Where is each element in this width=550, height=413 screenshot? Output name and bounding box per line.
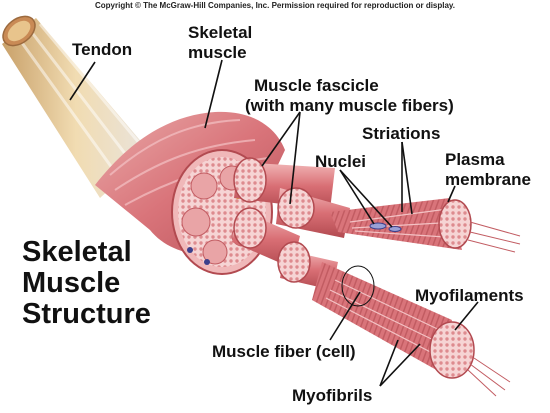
tendon-shape	[2, 15, 150, 198]
leader-nuclei-b	[339, 169, 393, 228]
leader-fiber	[329, 291, 361, 341]
fascicle-shapes	[232, 157, 350, 290]
muscle-fiber-upper	[330, 198, 521, 253]
leader-lines	[69, 59, 479, 387]
label-fascicle-1: Muscle fascicle	[254, 76, 379, 95]
label-nuclei: Nuclei	[315, 152, 367, 171]
leader-myofilaments	[454, 301, 479, 331]
label-fascicle-2: (with many muscle fibers)	[245, 96, 454, 115]
label-muscle-fiber: Muscle fiber (cell)	[212, 342, 356, 361]
label-myofibrils: Myofibrils	[292, 386, 373, 405]
label-skeletal-muscle-1: Skeletal	[188, 23, 253, 42]
muscle-fiber-lower	[312, 262, 511, 397]
leader-plasma	[447, 185, 456, 203]
title-line-1: Skeletal	[22, 236, 132, 268]
label-striations: Striations	[362, 124, 441, 143]
leader-myofibrils-a	[379, 339, 399, 387]
title-line-3: Structure	[22, 298, 151, 330]
leader-nuclei-a	[339, 169, 375, 225]
leader-fascicle-b	[289, 111, 301, 205]
leader-fascicle-a	[261, 111, 301, 167]
label-myofilaments: Myofilaments	[415, 286, 524, 305]
label-plasma-1: Plasma	[445, 150, 505, 169]
leader-skeletal-muscle	[204, 59, 223, 129]
leader-tendon	[69, 61, 96, 101]
leader-myofibrils-b	[379, 343, 421, 387]
label-skeletal-muscle-2: muscle	[188, 43, 247, 62]
leader-striations-b	[401, 141, 413, 215]
title-line-2: Muscle	[22, 267, 121, 299]
label-tendon: Tendon	[72, 40, 133, 59]
label-plasma-2: membrane	[445, 170, 531, 189]
copyright-notice: Copyright © The McGraw-Hill Companies, I…	[94, 1, 456, 10]
